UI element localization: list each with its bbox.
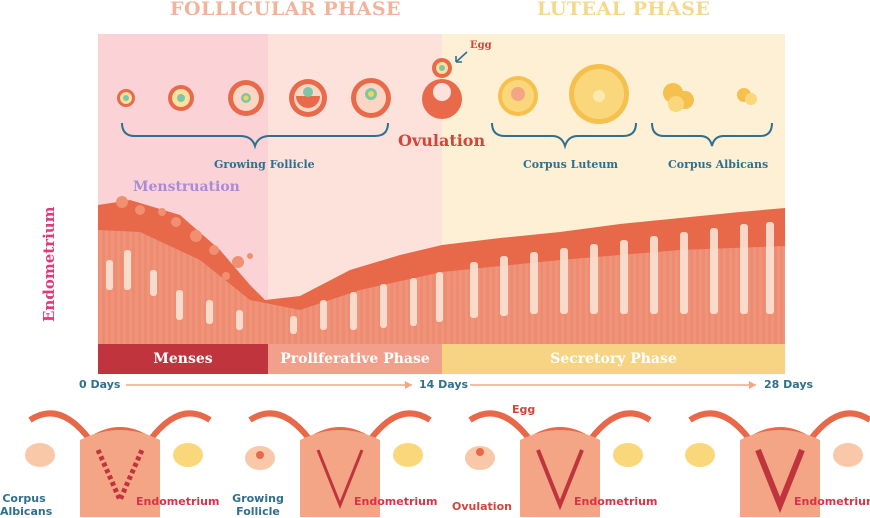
uterus-2 <box>245 410 432 517</box>
proliferative-bar: Proliferative Phase <box>268 344 442 374</box>
uterus-3-egg-label: Egg <box>512 403 536 416</box>
uterus-3-endometrium-label: Endometrium <box>574 495 658 508</box>
uterus-2-growing-follicle-label: Growing Follicle <box>232 492 284 518</box>
corpus-albicans-bracket <box>651 122 773 147</box>
luteal-phase-title: LUTEAL PHASE <box>537 0 711 20</box>
follicle-2 <box>168 85 194 111</box>
follicle-1 <box>117 89 135 107</box>
menstruation-droplets <box>116 196 253 280</box>
uterus-4-endometrium-label: Endometrium <box>794 495 870 508</box>
day-0-label: 0 Days <box>79 378 121 391</box>
ovulation-label: Ovulation <box>398 131 486 150</box>
uterus-3 <box>465 410 652 517</box>
ruptured-follicle <box>422 58 462 119</box>
menstruation-label: Menstruation <box>133 179 240 195</box>
uterus-1-corpus-albicans-label: Corpus Albicans <box>0 492 53 518</box>
growing-follicle-bracket <box>121 122 389 150</box>
uterus-1-endometrium-label: Endometrium <box>136 495 220 508</box>
corpus-albicans-label: Corpus Albicans <box>668 158 769 171</box>
endometrium-glands <box>106 222 774 334</box>
corpus-luteum-label: Corpus Luteum <box>523 158 619 171</box>
follicular-phase-title: FOLLICULAR PHASE <box>170 0 402 20</box>
corpus-albicans-1 <box>663 83 694 112</box>
corpus-luteum-bracket <box>491 122 637 150</box>
follicle-5 <box>351 78 391 118</box>
day-28-label: 28 Days <box>764 378 814 391</box>
endometrium-vertical-label: Endometrium <box>40 206 58 322</box>
corpus-luteum-large <box>569 64 629 124</box>
corpus-albicans-2 <box>737 88 757 105</box>
follicle-4 <box>289 79 327 117</box>
secretory-bar: Secretory Phase <box>442 344 785 374</box>
corpus-luteum-small <box>498 76 538 116</box>
egg-arrow <box>455 51 468 63</box>
uterus-4 <box>685 410 870 517</box>
menses-bar: Menses <box>98 344 268 374</box>
day-14-label: 14 Days <box>419 378 469 391</box>
growing-follicle-label: Growing Follicle <box>214 158 315 171</box>
follicle-3 <box>228 80 264 116</box>
uterus-1 <box>25 410 212 517</box>
uterus-3-ovulation-label: Ovulation <box>452 500 512 513</box>
uterus-2-endometrium-label: Endometrium <box>354 495 438 508</box>
egg-label: Egg <box>470 40 492 51</box>
